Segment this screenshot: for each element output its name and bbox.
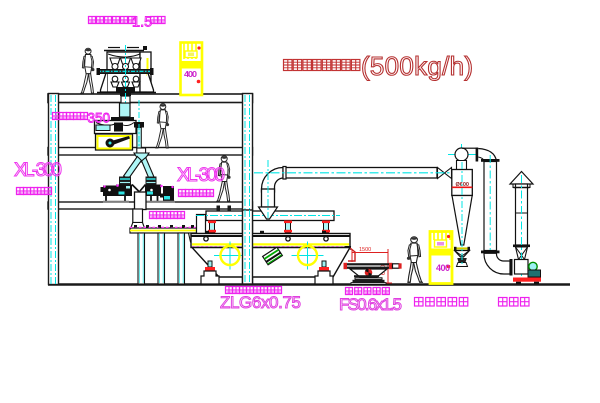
svg-text:FS0.6x1.5: FS0.6x1.5 — [339, 295, 402, 314]
svg-text:1.5: 1.5 — [132, 15, 152, 31]
svg-text:350: 350 — [88, 111, 111, 126]
svg-text:ZLG6x0.75: ZLG6x0.75 — [220, 293, 301, 312]
svg-text:1500: 1500 — [359, 247, 371, 253]
svg-text:400: 400 — [436, 263, 450, 273]
svg-text:400: 400 — [184, 69, 197, 79]
svg-text:(500kg/h): (500kg/h) — [361, 51, 473, 81]
svg-text:XL-300: XL-300 — [14, 160, 62, 181]
svg-text:XL-300: XL-300 — [177, 165, 225, 186]
